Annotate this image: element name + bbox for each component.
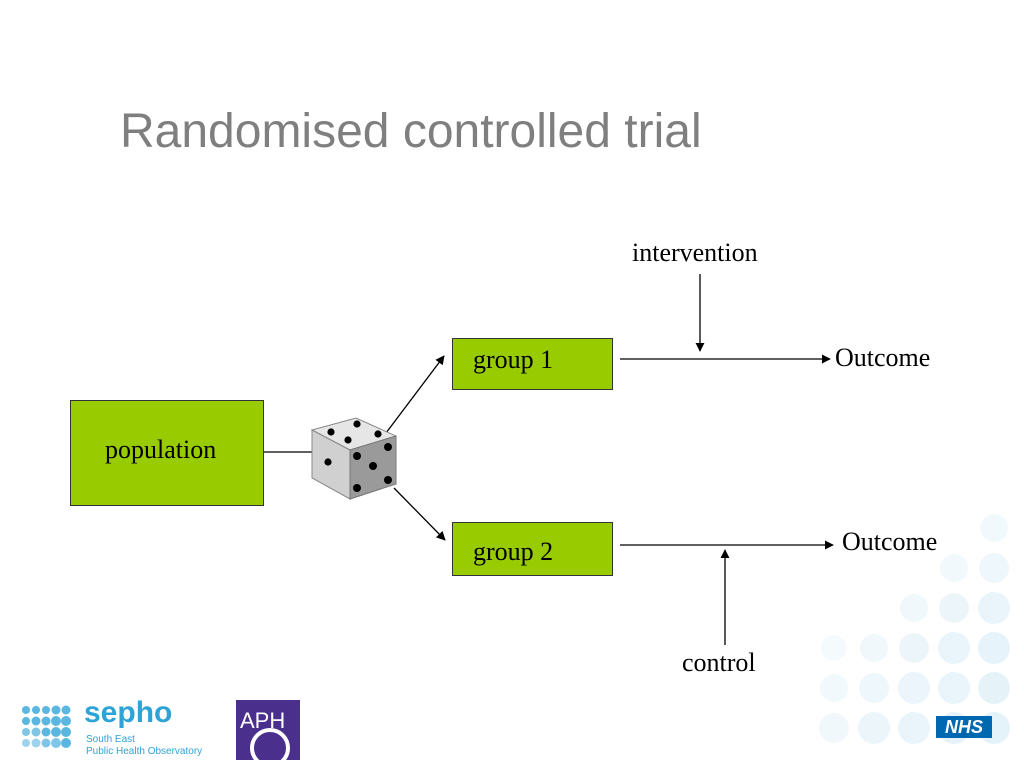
die-to-group2-arrow <box>393 487 446 541</box>
intervention-label: intervention <box>632 238 758 267</box>
sepho-logo-dots <box>22 705 71 748</box>
svg-text:APH: APH <box>240 708 285 733</box>
sepho-logo-subtitle: South East Public Health Observatory <box>86 734 203 757</box>
outcome1-label: Outcome <box>835 343 931 372</box>
group2-box: group 2 <box>452 522 613 576</box>
group1-label: group 1 <box>473 345 554 374</box>
sepho-logo-name: sepho <box>84 696 173 729</box>
die-icon <box>310 417 398 500</box>
group2-label: group 2 <box>473 537 554 566</box>
slide-title: Randomised controlled trial <box>120 105 702 158</box>
control-label: control <box>682 648 756 677</box>
nhs-logo: NHS <box>936 716 992 738</box>
apho-logo: APH <box>236 694 300 760</box>
outcome2-label: Outcome <box>842 527 938 556</box>
background-dot-pattern <box>819 514 1010 744</box>
population-label: population <box>105 435 217 464</box>
die-to-group1-arrow <box>385 355 445 434</box>
population-box: population <box>70 400 264 506</box>
group1-box: group 1 <box>452 338 613 390</box>
